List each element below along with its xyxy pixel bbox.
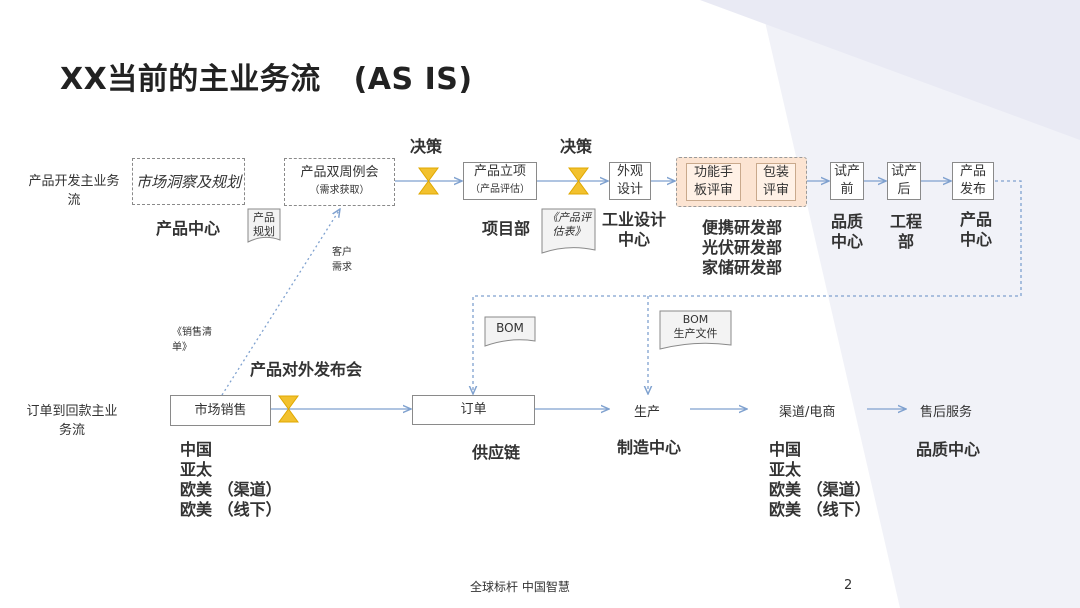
dotted-customer-demand [221, 209, 340, 396]
owner-project-dept: 项目部 [482, 219, 531, 238]
page-number: 2 [844, 578, 853, 593]
doc-bom-prod-sublabel: 生产文件 [673, 327, 718, 340]
bg-shape-right [760, 0, 1080, 608]
doc-bom-prod: BOM 生产文件 [660, 310, 731, 341]
owner-quality: 品质中心 [830, 212, 863, 251]
owner-supply-chain: 供应链 [472, 443, 521, 462]
order-box: 订单 [412, 395, 535, 425]
biweekly-meeting-sublabel: （需求获取） [309, 185, 370, 196]
doc-shape-product-plan [247, 208, 281, 243]
owner-rnd: 便携研发部 光伏研发部 家储研发部 [702, 218, 783, 277]
owner-product-center-2: 产品中心 [959, 210, 992, 249]
owner-product-center: 产品中心 [156, 219, 221, 238]
project-init-label: 产品立项 [473, 164, 526, 179]
market-insight-box: 市场洞察及规划 [132, 158, 245, 205]
decision-label-2: 决策 [560, 137, 593, 156]
doc-shape-product-eval [541, 208, 596, 254]
market-sales-box: 市场销售 [170, 395, 271, 426]
project-init-sublabel: （产品评估） [470, 184, 530, 195]
footer-slogan: 全球标杆 中国智慧 [470, 580, 570, 594]
pack-review-box: 包装评审 [756, 163, 796, 201]
decision-label-1: 决策 [410, 137, 443, 156]
release-box: 产品发布 [952, 162, 994, 200]
project-init-box: 产品立项 （产品评估） [463, 162, 537, 200]
doc-shape-bom [484, 316, 536, 347]
doc-shape-bom-prod [659, 310, 732, 350]
after-sales-label: 售后服务 [920, 405, 973, 420]
decision-icon-3 [278, 395, 299, 423]
owner-engineering: 工程部 [889, 212, 922, 251]
doc-product-plan: 产品规划 [253, 211, 275, 238]
bg-shape-top [700, 0, 1080, 140]
row-label-order-cash: 订单到回款主业务流 [26, 404, 118, 438]
doc-product-eval: 《产品评估表》 [547, 211, 591, 238]
page-title: XX当前的主业务流 (AS IS) [60, 62, 473, 97]
decision-icon-1 [418, 167, 439, 195]
label-launch-event: 产品对外发布会 [250, 360, 363, 379]
owner-regions-2: 中国 亚太 欧美 （渠道） 欧美 （线下） [769, 440, 871, 519]
owner-quality-center: 品质中心 [916, 440, 981, 459]
owner-manufacturing: 制造中心 [617, 438, 682, 457]
decision-icon-2 [568, 167, 589, 195]
label-customer-demand: 客户需求 [332, 247, 352, 273]
label-sales-list: 《销售清单》 [172, 327, 212, 353]
pilot-post-box: 试产后 [887, 162, 921, 200]
production-label: 生产 [634, 405, 661, 420]
pilot-pre-box: 试产前 [830, 162, 864, 200]
func-review-box: 功能手板评审 [686, 163, 741, 201]
owner-regions-1: 中国 亚太 欧美 （渠道） 欧美 （线下） [180, 440, 282, 519]
doc-bom: BOM [496, 321, 524, 335]
biweekly-meeting-box: 产品双周例会 （需求获取） [284, 158, 395, 206]
dashed-release-feedback [473, 180, 1022, 394]
channel-label: 渠道/电商 [779, 405, 836, 420]
owner-industrial-design: 工业设计中心 [601, 210, 666, 249]
doc-bom-prod-label: BOM [682, 313, 709, 326]
exterior-design-box: 外观设计 [609, 162, 651, 200]
row-label-product-dev: 产品开发主业务流 [28, 174, 120, 208]
biweekly-meeting-label: 产品双周例会 [300, 165, 379, 180]
